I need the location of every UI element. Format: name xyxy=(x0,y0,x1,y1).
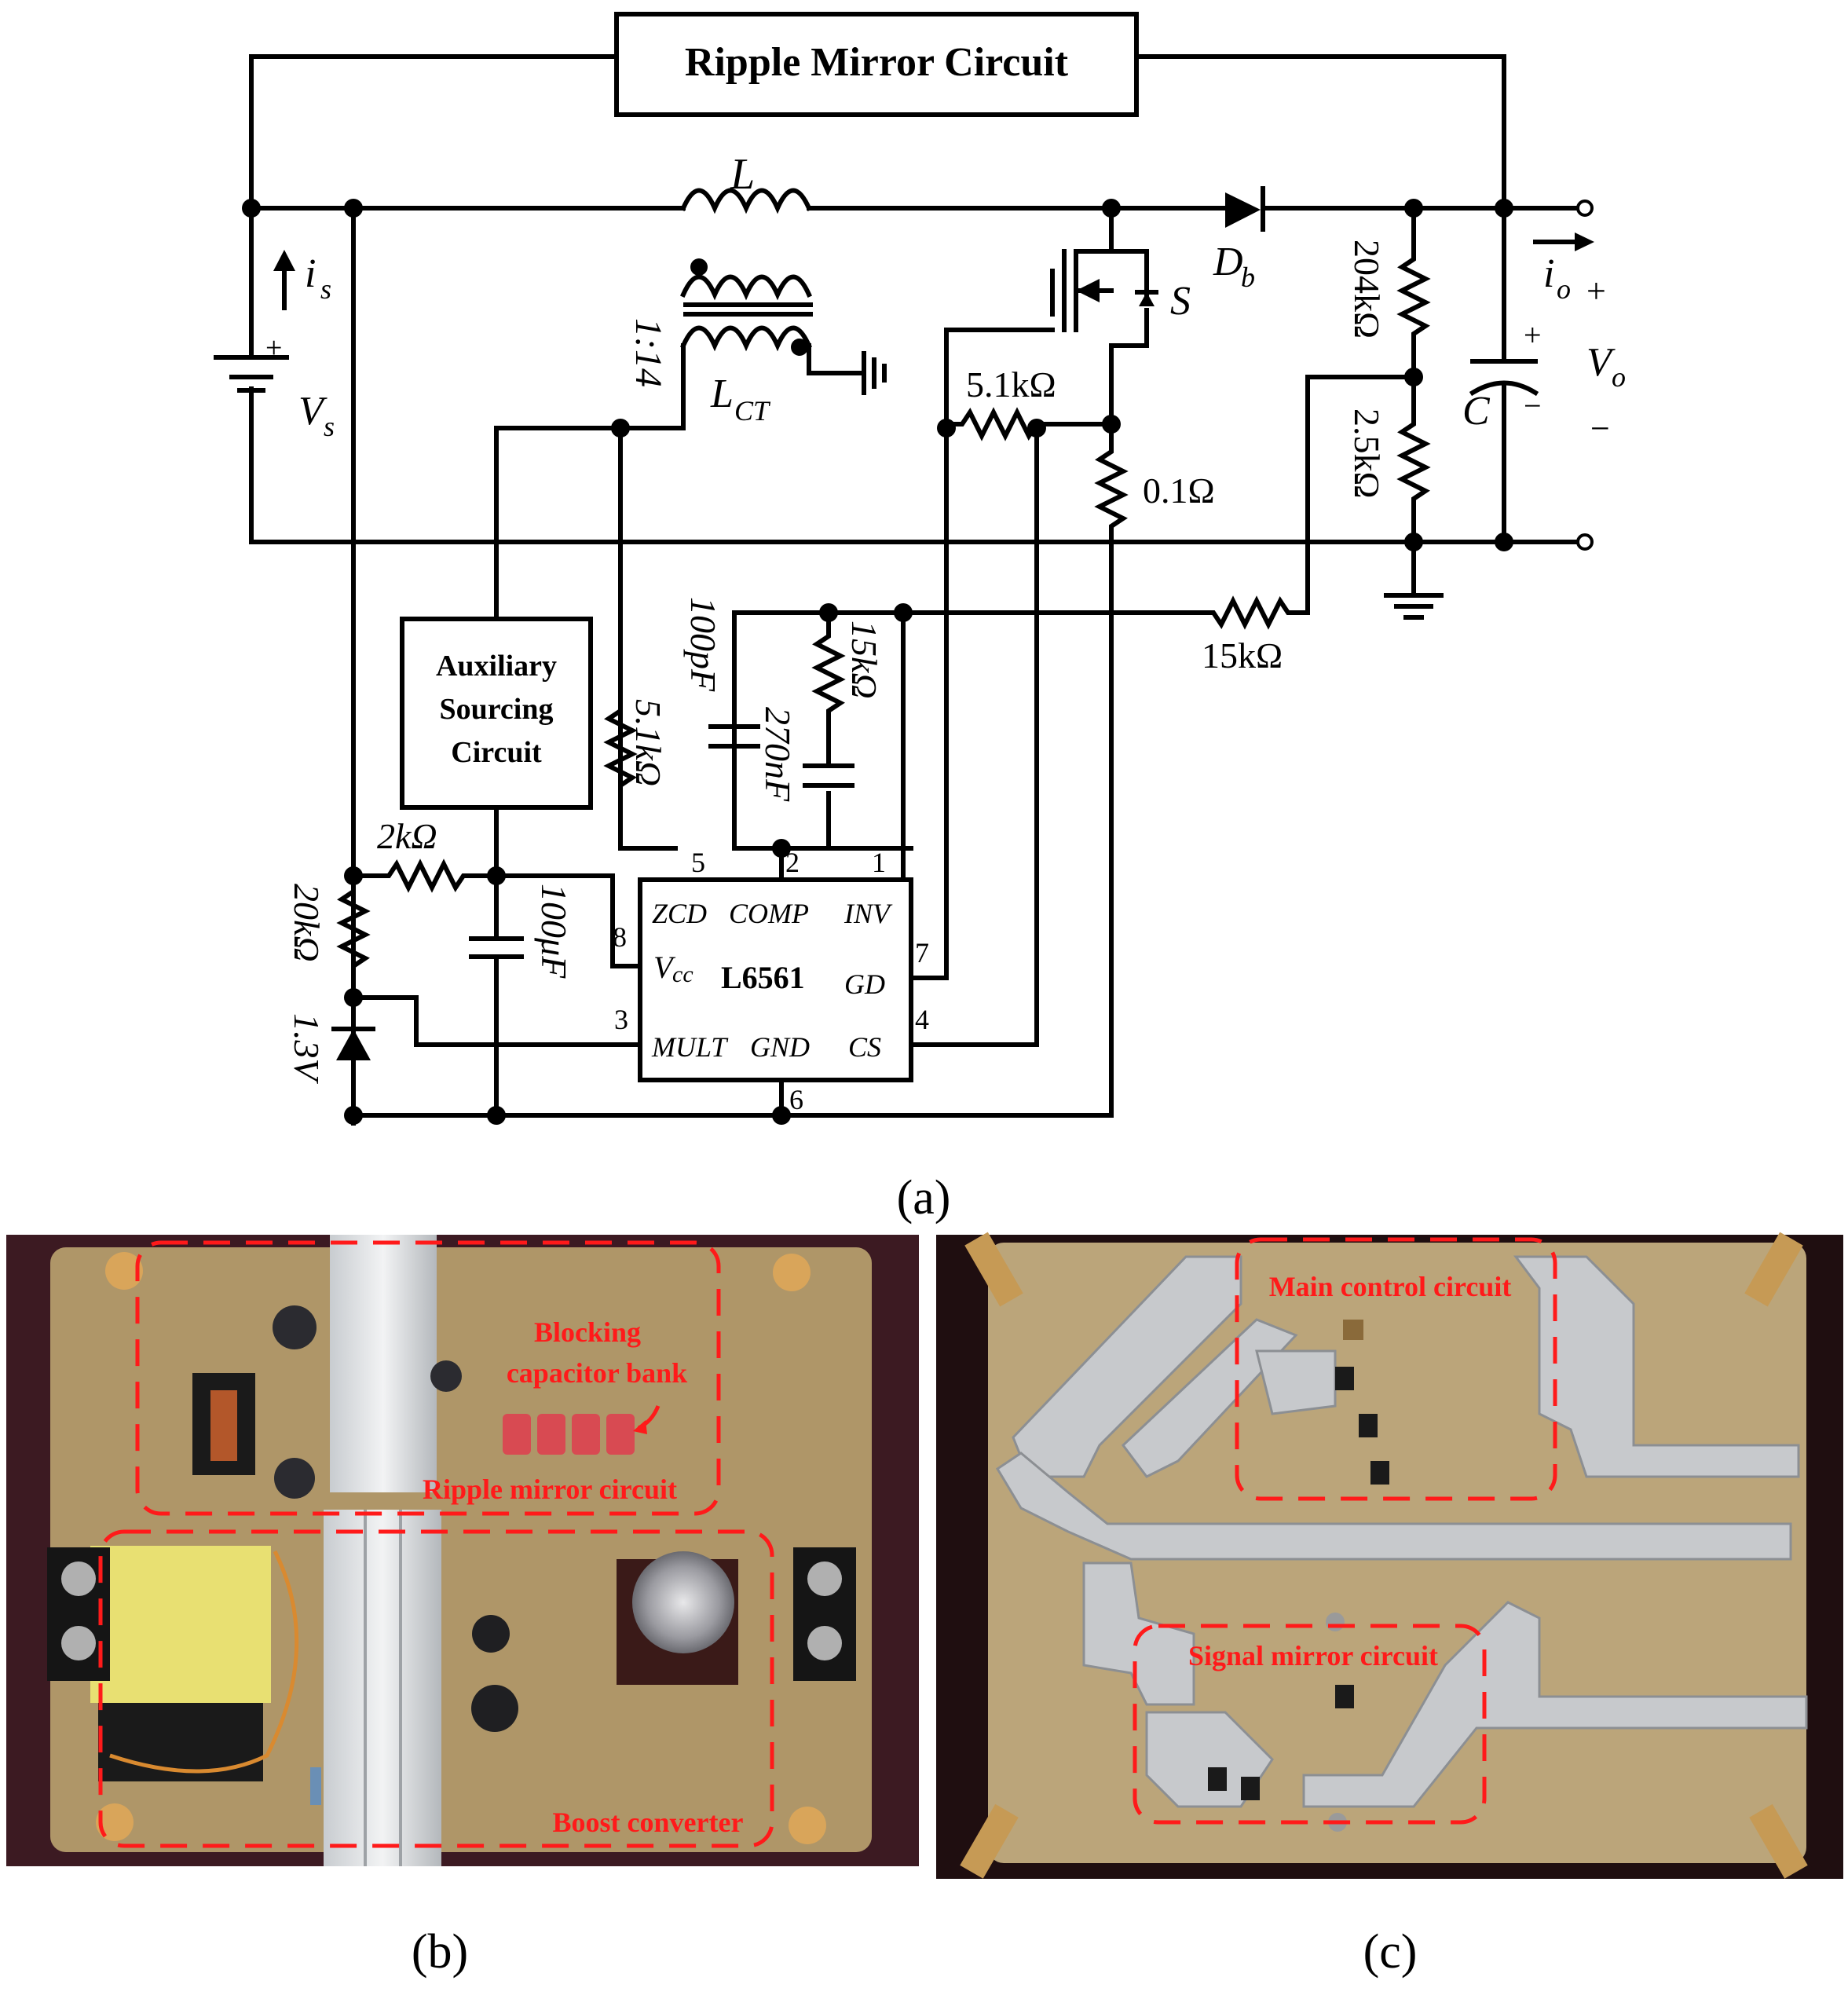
svg-text:GD: GD xyxy=(844,968,885,1000)
ripple-mirror-label: Ripple Mirror Circuit xyxy=(685,40,1069,85)
c-100pf-label: 100pF xyxy=(683,597,723,692)
svg-text:−: − xyxy=(1524,388,1542,423)
main-control-label: Main control circuit xyxy=(1269,1271,1512,1302)
svg-text:MULT: MULT xyxy=(651,1031,729,1063)
svg-text:−: − xyxy=(1590,409,1610,448)
heatsink-bottom xyxy=(324,1510,441,1866)
aux-sourcing-block: Auxiliary Sourcing Circuit xyxy=(400,426,623,878)
svg-text:Auxiliary: Auxiliary xyxy=(436,650,557,683)
ripple-region xyxy=(135,1240,721,1516)
r-2k-label: 2kΩ xyxy=(377,816,437,856)
svg-text:o: o xyxy=(1557,273,1571,305)
source-vs: + i s V s xyxy=(214,206,335,544)
bulk-capacitor xyxy=(617,1551,738,1685)
c-270nf-label: 270nF xyxy=(758,707,798,802)
svg-text:o: o xyxy=(1612,361,1626,393)
junctions xyxy=(242,199,1513,1125)
svg-text:6: 6 xyxy=(789,1084,803,1115)
c-label: C xyxy=(1462,389,1491,434)
diode-db: D b xyxy=(1213,186,1265,293)
r-zcd-label: 5.1kΩ xyxy=(628,699,668,786)
inv-feedback: 15kΩ xyxy=(732,540,1310,855)
s-label: S xyxy=(1170,279,1191,324)
svg-text:s: s xyxy=(324,411,335,442)
output-terminals: i o + V o − xyxy=(1533,200,1626,551)
lct-label: L xyxy=(710,372,734,416)
svg-text:+: + xyxy=(265,331,282,364)
svg-text:V: V xyxy=(653,950,676,985)
r-inv-label: 15kΩ xyxy=(1202,635,1283,675)
svg-text:1: 1 xyxy=(872,847,886,878)
svg-text:+: + xyxy=(1586,272,1606,310)
r-204k-label: 204kΩ xyxy=(1347,240,1387,339)
svg-text:+: + xyxy=(1524,317,1542,353)
sense-resistors: 5.1kΩ 0.1Ω xyxy=(351,364,1215,1118)
r-gd-label: 5.1kΩ xyxy=(966,364,1056,405)
ripple-mirror-block: Ripple Mirror Circuit xyxy=(614,12,1139,117)
zcd-resistor: 5.1kΩ xyxy=(603,426,678,851)
zener-label: 1.3V xyxy=(287,1013,327,1085)
vs-label: V xyxy=(298,389,328,434)
svg-text:4: 4 xyxy=(915,1004,929,1035)
vcc-network: 2kΩ 20kΩ 1.3V 100μF xyxy=(287,816,642,1118)
blocking-label-2: capacitor bank xyxy=(507,1357,687,1389)
svg-text:COMP: COMP xyxy=(729,898,809,929)
photo-b: Blocking capacitor bank Ripple mirror ci… xyxy=(6,1235,919,1979)
svg-text:7: 7 xyxy=(915,937,929,968)
boost-label: Boost converter xyxy=(553,1807,744,1838)
svg-text:8: 8 xyxy=(613,921,627,953)
svg-text:CS: CS xyxy=(848,1031,881,1063)
caption-a: (a) xyxy=(897,1171,951,1225)
output-cap: C + − xyxy=(1462,206,1542,544)
db-label: D xyxy=(1213,240,1243,284)
boost-region xyxy=(98,1529,774,1848)
r-sense-label: 0.1Ω xyxy=(1143,470,1215,511)
svg-text:cc: cc xyxy=(672,961,693,987)
mosfet-s: S xyxy=(909,206,1191,980)
svg-text:2: 2 xyxy=(785,847,800,878)
svg-text:ZCD: ZCD xyxy=(652,898,707,929)
main-transformer xyxy=(90,1546,299,1781)
caption-c: (c) xyxy=(1363,1925,1418,1979)
l-label: L xyxy=(730,150,755,199)
ripple-label: Ripple mirror circuit xyxy=(423,1474,677,1505)
svg-text:b: b xyxy=(1241,262,1255,293)
heatsink-top xyxy=(330,1235,437,1492)
solder-traces xyxy=(995,1255,1808,1808)
svg-text:Circuit: Circuit xyxy=(451,736,542,769)
schematic: Ripple Mirror Circuit + i s V s xyxy=(214,12,1626,1225)
c-100uf-label: 100μF xyxy=(534,884,574,979)
caption-b: (b) xyxy=(412,1925,468,1979)
blocking-capacitor-bank xyxy=(503,1414,635,1455)
signal-mirror-label: Signal mirror circuit xyxy=(1188,1640,1438,1671)
svg-text:CT: CT xyxy=(734,395,771,427)
svg-text:5: 5 xyxy=(691,847,705,878)
main-control-region xyxy=(1235,1237,1557,1501)
compensation: 100pF 15kΩ 270nF xyxy=(683,597,884,851)
vo-label: V xyxy=(1586,340,1616,385)
photo-c: Main control circuit Signal mirror circu… xyxy=(936,1232,1843,1979)
io-label: i xyxy=(1543,251,1554,296)
svg-text:Sourcing: Sourcing xyxy=(439,693,553,726)
svg-text:3: 3 xyxy=(614,1004,628,1035)
svg-text:INV: INV xyxy=(843,898,893,929)
svg-text:s: s xyxy=(320,273,331,305)
ic-l6561: ZCD COMP INV V cc L6561 GD MULT GND CS 5… xyxy=(613,846,929,1118)
r-2-5k-label: 2.5kΩ xyxy=(1347,408,1387,499)
turns-ratio: 1:14 xyxy=(628,318,669,387)
is-label: i xyxy=(305,251,316,296)
ic-name: L6561 xyxy=(721,960,805,995)
svg-text:GND: GND xyxy=(750,1031,810,1063)
r-comp-label: 15kΩ xyxy=(844,621,884,699)
r-20k-label: 20kΩ xyxy=(287,884,327,962)
blocking-label-1: Blocking xyxy=(534,1316,641,1348)
signal-mirror-region xyxy=(1133,1624,1487,1825)
